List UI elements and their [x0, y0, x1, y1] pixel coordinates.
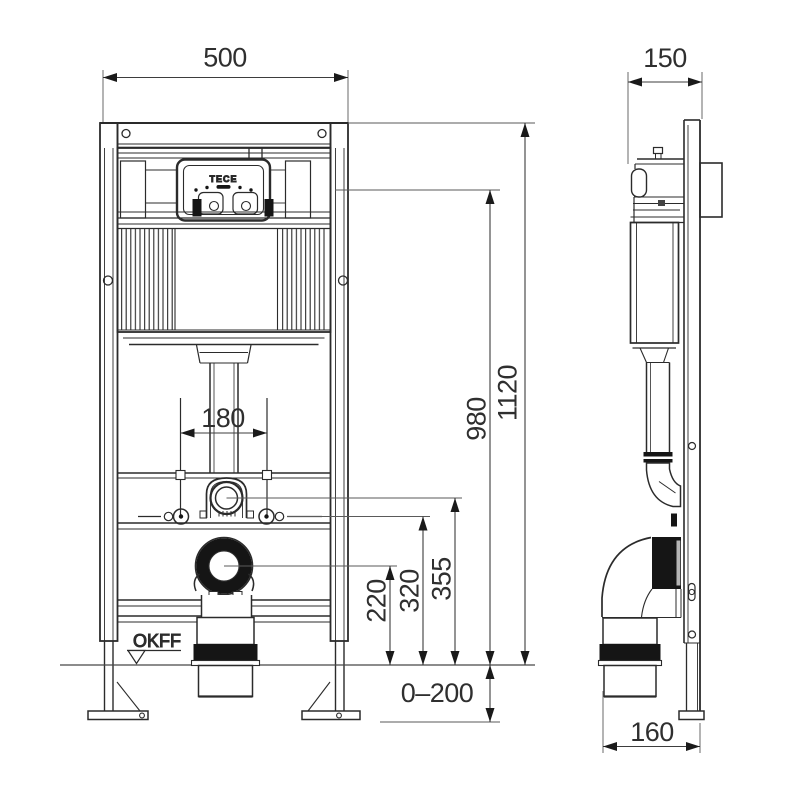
dim-total-height-label: 1120	[493, 365, 523, 421]
cistern-side	[629, 146, 684, 363]
floor-level-marker: OKFF	[126, 631, 182, 665]
dimension-outlet-offset-160: 160	[602, 691, 701, 753]
drain-connection-front	[193, 536, 255, 598]
cistern-rib-texture	[121, 229, 174, 330]
dimension-total-height-1120: 1120	[348, 122, 535, 665]
dim-355-label: 355	[427, 557, 457, 601]
dim-160-label: 160	[630, 717, 674, 747]
wall-bracket	[699, 162, 723, 218]
inspection-cover: TECE	[175, 147, 274, 222]
side-rail	[678, 119, 723, 721]
dimension-fixing-320: 320	[287, 516, 430, 665]
drain-outlet-side	[597, 617, 663, 698]
dimension-height-980: 980	[335, 189, 500, 665]
foot-anchor-hole	[139, 712, 145, 719]
rail-slot	[687, 582, 696, 602]
flush-elbow-front	[199, 477, 254, 519]
top-rail-screw-hole	[317, 128, 327, 139]
side-view	[597, 119, 723, 721]
dimension-width-500: 500	[102, 43, 349, 122]
dim-980-label: 980	[462, 397, 492, 441]
dimension-flush-elbow-355: 355	[226, 497, 462, 665]
level-triangle-icon	[126, 649, 147, 665]
rail-screw-hole	[687, 441, 697, 451]
cistern-front	[116, 147, 332, 473]
wc-fixing-studs	[175, 398, 273, 517]
floor-level-label: OKFF	[133, 631, 181, 651]
top-rail-screw-hole	[121, 128, 131, 139]
dimension-leg-adjust-0-200: 0–200	[380, 665, 500, 723]
foot-anchor-hole	[336, 712, 342, 719]
logo-underline	[216, 185, 231, 189]
dimension-outlet-220: 220	[224, 565, 397, 665]
front-telescopic-legs	[87, 641, 361, 721]
dim-depth-label: 150	[643, 43, 687, 73]
dim-180-label: 180	[201, 403, 245, 433]
dim-0-200-label: 0–200	[401, 678, 474, 708]
flush-pipe-side	[643, 362, 682, 527]
dim-width-label: 500	[203, 43, 247, 73]
upright-screw-hole	[337, 275, 349, 286]
dim-220-label: 220	[362, 579, 392, 623]
dim-320-label: 320	[395, 569, 425, 613]
cistern-rib-texture	[279, 229, 327, 330]
drain-outlet-front	[190, 595, 261, 698]
brand-logo: TECE	[209, 174, 237, 184]
upright-screw-hole	[102, 275, 114, 286]
wc-connector-side	[652, 537, 681, 589]
dimension-depth-150: 150	[627, 43, 703, 164]
dimension-stud-spacing-180: 180	[180, 403, 267, 438]
rail-screw-hole	[687, 630, 697, 639]
